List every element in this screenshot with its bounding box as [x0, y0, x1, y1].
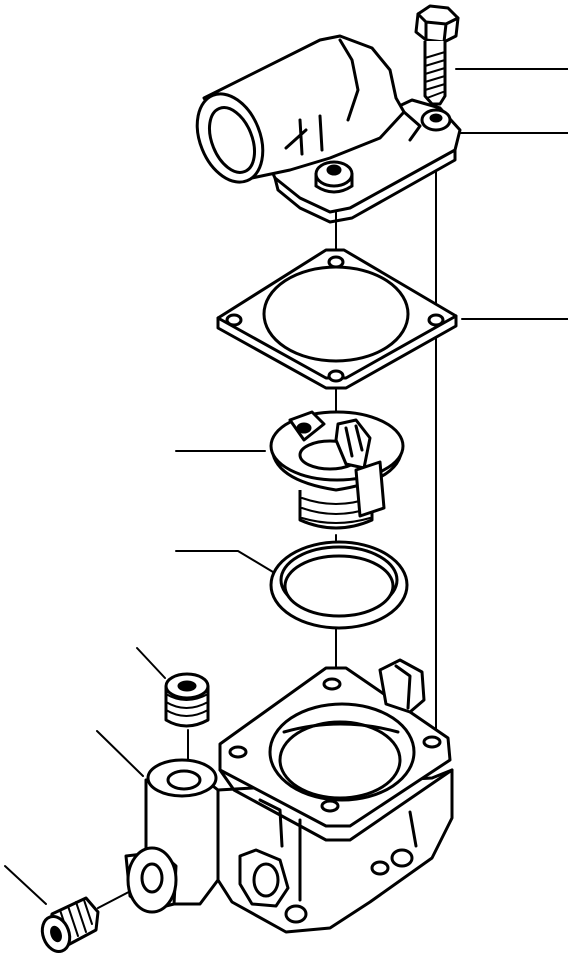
- plug-upper: [164, 672, 210, 728]
- plug-lower: [40, 896, 100, 953]
- leader-line-housing: [96, 730, 144, 777]
- leader-lines: [4, 68, 568, 905]
- leader-line-plug-lower: [4, 865, 47, 905]
- gasket: [216, 248, 458, 390]
- thermostat-housing: [124, 658, 454, 934]
- thermostat: [269, 410, 405, 530]
- leader-line-seal-ring: [175, 550, 279, 576]
- leader-line-plug-upper: [136, 647, 166, 679]
- seal-ring: [269, 540, 409, 630]
- bolt: [414, 4, 460, 106]
- thermostat-cover: [195, 34, 462, 224]
